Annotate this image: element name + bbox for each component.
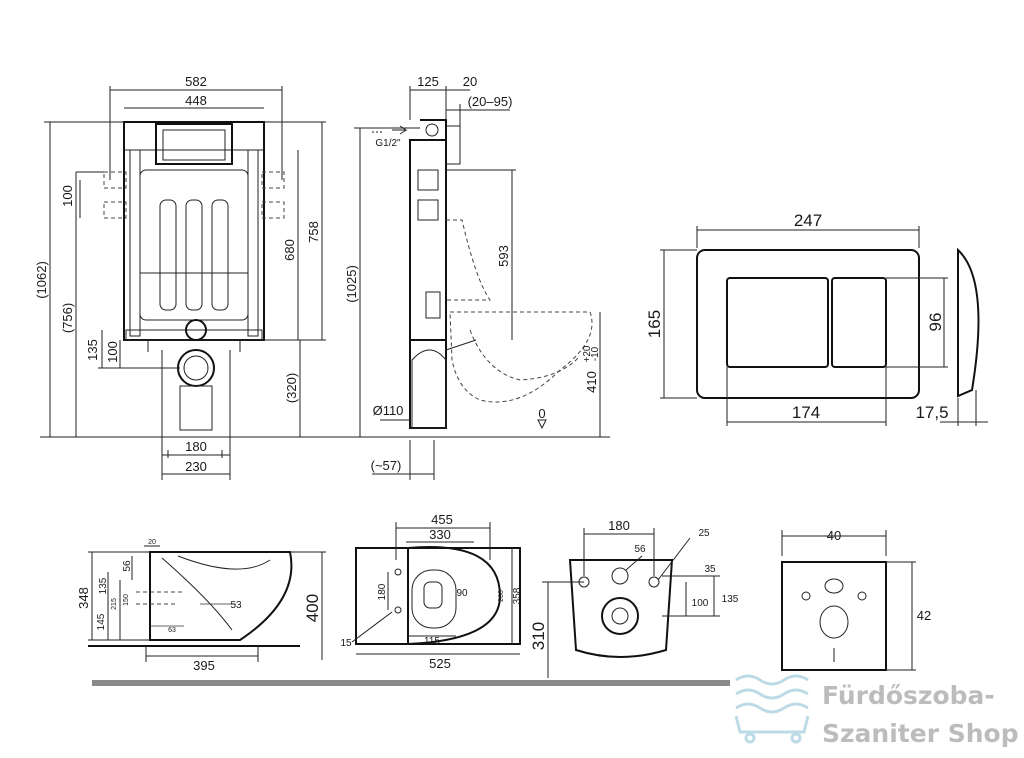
dim-bowl-145: 145 <box>96 613 107 630</box>
dim-pad-height: 42 <box>917 608 931 623</box>
frame-side-view: 125 20 (20–95) G1/2" (1025) 593 Ø110 (~5… <box>344 74 601 480</box>
dim-bowl-135: 135 <box>98 577 109 594</box>
label-zero-level: 0 <box>538 406 545 421</box>
dim-bowl-400: 400 <box>303 594 322 622</box>
dim-top-15: 15 <box>340 638 352 649</box>
dim-top-90: 90 <box>456 588 468 599</box>
dim-top-260: 260 <box>498 590 505 602</box>
dim-bowl-150: 150 <box>123 594 130 606</box>
dim-bottom-230: 230 <box>185 459 207 474</box>
dim-back-135: 135 <box>722 594 739 605</box>
dim-height-1062: (1062) <box>34 261 49 299</box>
dim-back-310: 310 <box>529 622 548 650</box>
watermark-line-1: Fürdőszoba- <box>822 681 995 710</box>
dim-height-756: (756) <box>60 303 75 333</box>
bathtub-icon <box>734 674 810 744</box>
dim-adjust-20-95: (20–95) <box>468 94 513 109</box>
bowl-top-view: 455 330 525 358 180 115 90 260 15 <box>340 512 523 671</box>
dim-button-height: 96 <box>926 313 945 332</box>
dim-bowl-20: 20 <box>148 539 156 546</box>
dim-bottom-180: 180 <box>185 439 207 454</box>
dim-drain-100: 100 <box>105 341 120 363</box>
dim-height-320: (320) <box>284 373 299 403</box>
dim-width-582: 582 <box>185 74 207 89</box>
dim-back-56: 56 <box>634 544 646 555</box>
dim-height-680: 680 <box>282 239 297 261</box>
dim-width-448: 448 <box>185 93 207 108</box>
bowl-back-view: 180 56 25 35 100 135 310 <box>529 518 739 678</box>
dim-spacing-100: 100 <box>60 185 75 207</box>
frame-front-view: 582 448 (1062) (756) 100 758 680 (320) 1… <box>34 74 610 480</box>
baseline-bar <box>92 680 730 686</box>
dim-plate-width: 247 <box>794 211 822 230</box>
dim-top-455: 455 <box>431 512 453 527</box>
dim-plate-height: 165 <box>645 310 664 338</box>
dim-top-115: 115 <box>424 636 440 647</box>
dim-depth-20: 20 <box>463 74 477 89</box>
dim-bowl-56: 56 <box>122 560 133 572</box>
dim-bowl-348: 348 <box>76 587 91 609</box>
dim-top-330: 330 <box>429 527 451 542</box>
dim-pad-width: 40 <box>827 528 841 543</box>
dim-tol-plus: +20 <box>582 345 593 362</box>
dim-height-758: 758 <box>306 221 321 243</box>
dim-top-525: 525 <box>429 656 451 671</box>
flush-plate-view: 247 165 96 174 17,5 <box>645 211 988 426</box>
dim-height-410: 410 <box>584 371 599 393</box>
dim-top-180: 180 <box>377 583 388 600</box>
dim-back-180: 180 <box>608 518 630 533</box>
dim-pipe-110: Ø110 <box>373 403 404 418</box>
dim-height-593: 593 <box>496 245 511 267</box>
dim-buttons-width: 174 <box>792 403 820 422</box>
dim-height-1025: (1025) <box>344 265 359 303</box>
dim-back-25: 25 <box>698 528 710 539</box>
dim-tol-minus: -10 <box>590 346 601 361</box>
dim-back-35: 35 <box>704 564 716 575</box>
dim-bowl-63: 63 <box>168 627 176 634</box>
soundproof-pad-view: 40 42 <box>781 528 931 671</box>
watermark-line-2: Szaniter Shop <box>822 719 1019 748</box>
dim-depth-125: 125 <box>417 74 439 89</box>
dim-bowl-395: 395 <box>193 658 215 673</box>
bowl-side-view: 348 400 395 56 135 145 53 20 215 150 63 <box>76 539 326 673</box>
dim-offset-57: (~57) <box>371 458 402 473</box>
dim-plate-thickness: 17,5 <box>915 403 948 422</box>
dim-back-100: 100 <box>692 598 709 609</box>
dim-drain-135: 135 <box>85 339 100 361</box>
dim-bowl-215: 215 <box>111 598 118 610</box>
dim-bowl-53: 53 <box>230 600 242 611</box>
label-inlet: G1/2" <box>375 138 401 149</box>
shop-watermark: Fürdőszoba- Szaniter Shop <box>734 674 1019 748</box>
dim-top-358: 358 <box>512 587 523 604</box>
